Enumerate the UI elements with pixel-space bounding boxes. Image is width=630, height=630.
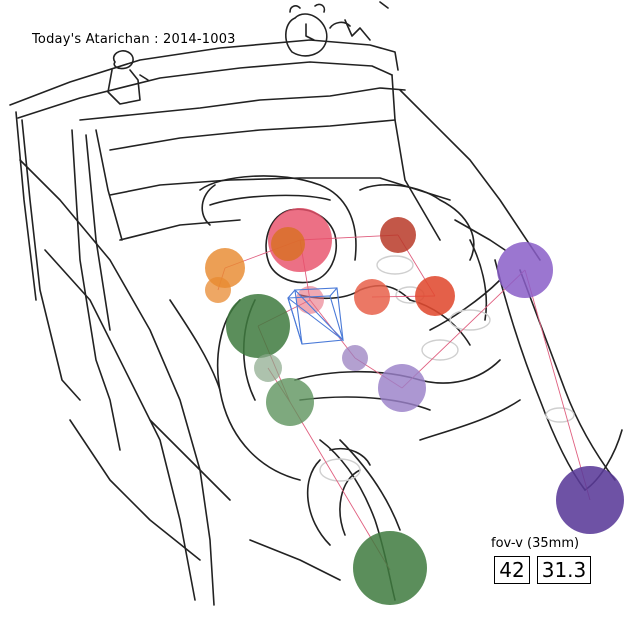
joint-right-foot[interactable] — [556, 466, 624, 534]
joint-neck[interactable] — [271, 227, 305, 261]
joint-right-knee[interactable] — [497, 242, 553, 298]
joint-chest[interactable] — [296, 286, 324, 314]
fov-focal-length-field[interactable]: 31.3 — [537, 556, 591, 584]
joint-balls[interactable] — [205, 208, 624, 605]
joint-right-hip[interactable] — [378, 364, 426, 412]
fov-label: fov-v (35mm) — [491, 536, 580, 551]
camera-target-cube[interactable] — [287, 287, 344, 345]
joint-left-hip[interactable] — [226, 294, 290, 358]
joint-left-knee[interactable] — [266, 378, 314, 426]
joint-right-elbow[interactable] — [354, 279, 390, 315]
joint-pelvis[interactable] — [342, 345, 368, 371]
joint-left-hip-small[interactable] — [254, 354, 282, 382]
joint-right-shoulder[interactable] — [380, 217, 416, 253]
page-title: Today's Atarichan : 2014-1003 — [32, 32, 236, 47]
sketch-lines — [9, 1, 623, 606]
joint-right-hand[interactable] — [415, 276, 455, 316]
joint-left-foot[interactable] — [353, 531, 427, 605]
fov-degrees-field[interactable]: 42 — [494, 556, 530, 584]
joint-left-elbow[interactable] — [205, 277, 231, 303]
joint-ghosts — [319, 255, 575, 482]
